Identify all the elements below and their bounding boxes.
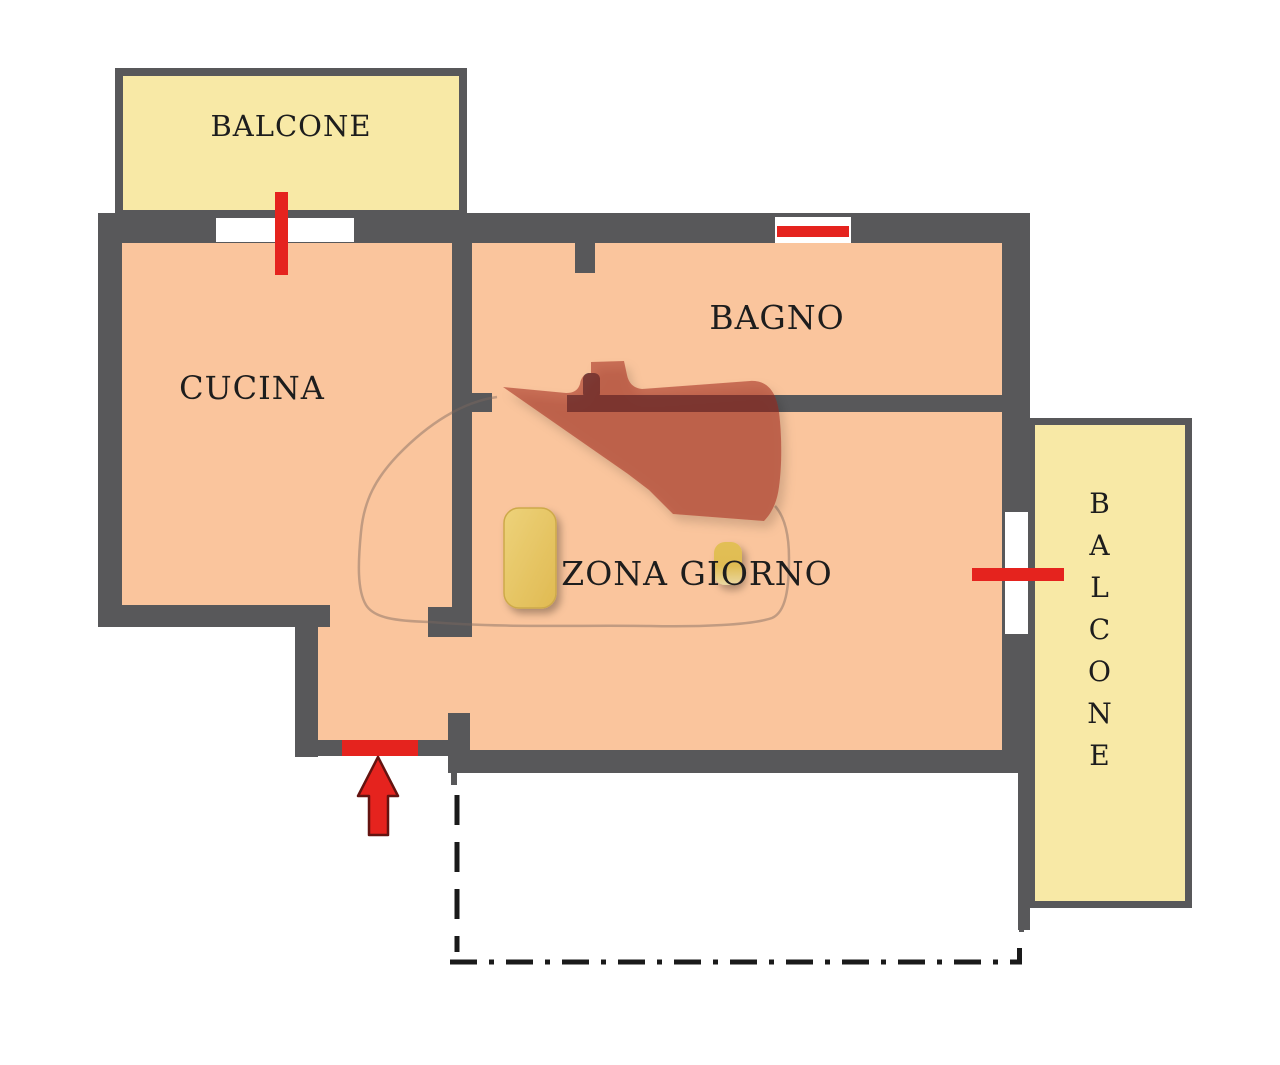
wall-cucina-right: [452, 243, 472, 637]
balcony-right: [1028, 418, 1192, 908]
door-marker-entrance: [342, 740, 418, 756]
window-marker-bagno: [777, 226, 849, 237]
wall-left: [98, 213, 122, 627]
label-zona-giorno: ZONA GIORNO: [561, 554, 833, 593]
wall-corridor-jamb: [472, 393, 492, 412]
label-bagno: BAGNO: [709, 298, 845, 337]
balcony-top: [115, 68, 467, 218]
rug-small: [714, 542, 742, 585]
wall-entry-left: [295, 605, 318, 757]
rug-large: [503, 507, 557, 609]
wall-bottom: [452, 750, 1020, 773]
wall-balcony-strip: [1018, 418, 1030, 930]
overlay-red-shape: [503, 361, 782, 521]
wall-cucina-door-jamb: [428, 607, 472, 637]
wall-cucina-bottom: [98, 605, 330, 627]
watermark-outline: [357, 395, 791, 628]
wall-entry-bottom-left: [295, 740, 347, 756]
door-marker-balcony-right: [972, 568, 1064, 581]
label-cucina: CUCINA: [179, 369, 325, 407]
wall-entry-bottom-right: [418, 740, 454, 756]
entrance-arrow-icon: [356, 755, 400, 837]
door-markers: [275, 192, 1064, 756]
tick-below-balcony: [1019, 908, 1024, 932]
door-marker-balcony-top: [275, 192, 288, 275]
wall-bagno-left-stub: [575, 243, 595, 273]
tick-below-wall: [451, 771, 457, 785]
label-balcone-right: BALCONE: [1083, 487, 1116, 781]
exterior-cutout-left: [0, 627, 318, 1065]
dashed-lines: [450, 795, 1022, 965]
label-balcone-top: BALCONE: [210, 109, 372, 143]
